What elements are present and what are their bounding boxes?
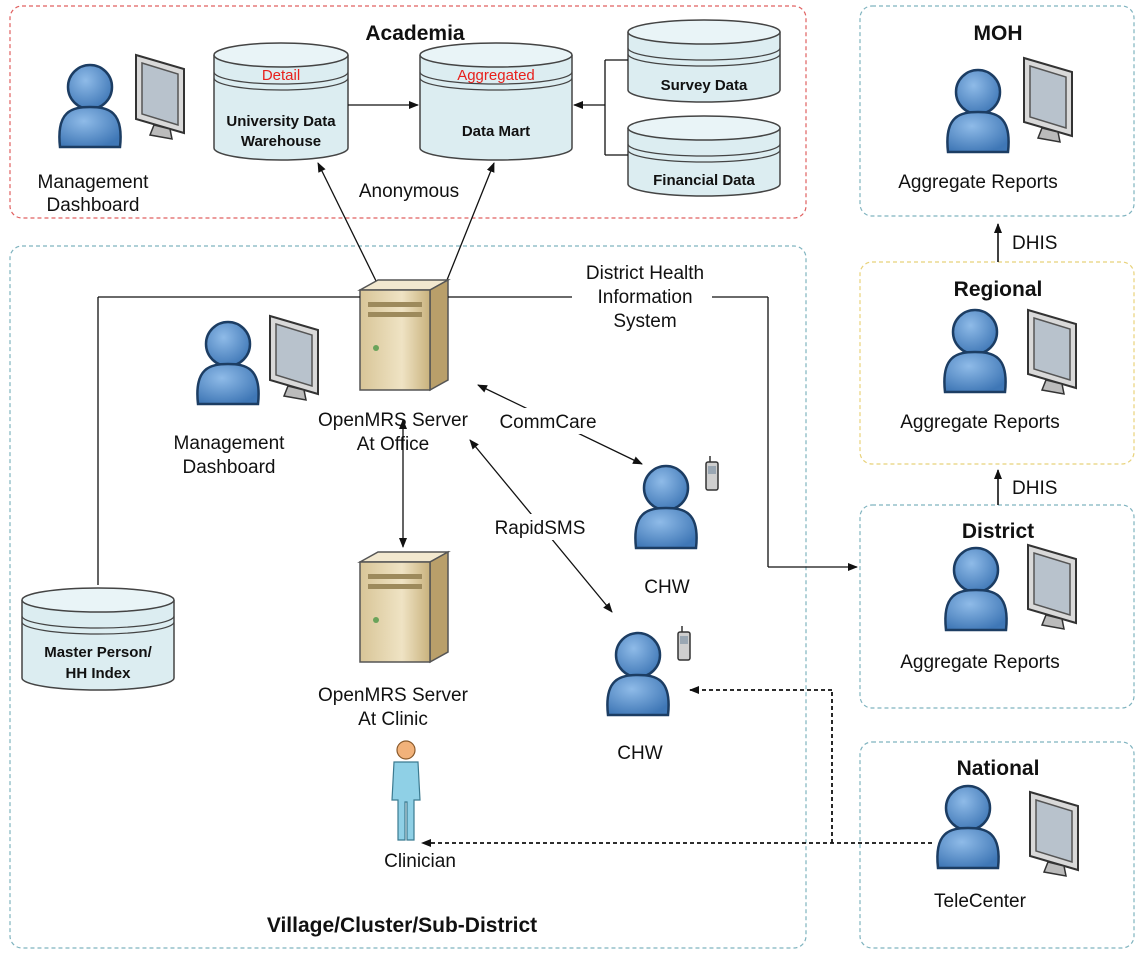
chw-2-label: CHW [617, 743, 662, 764]
warehouse-tag: Detail [262, 67, 300, 84]
warehouse-cylinder-icon [213, 42, 349, 161]
mgmt-label-2: Dashboard [183, 457, 276, 478]
dhis-label-1: District Health [586, 263, 704, 284]
moh-region [859, 5, 1135, 217]
chw-1-label: CHW [644, 577, 689, 598]
moh-reports-label: Aggregate Reports [898, 172, 1058, 193]
academia-user-label-1: Management [38, 172, 150, 193]
village-connectors [97, 296, 858, 613]
mpi-cylinder-icon [21, 587, 175, 691]
datamart-cylinder-icon [419, 42, 573, 161]
district-title: District [962, 520, 1034, 543]
clinician-label: Clinician [384, 851, 456, 872]
regional-reports-label: Aggregate Reports [900, 412, 1060, 433]
commcare-label-bg [500, 408, 600, 434]
academia-user-label-2: Dashboard [47, 195, 140, 216]
survey-cylinder-icon [627, 19, 781, 103]
clinic-server-icon [359, 551, 449, 663]
office-label-2: At Office [357, 434, 430, 455]
office-label-1: OpenMRS Server [318, 410, 469, 431]
clinic-label-2: At Clinic [358, 709, 428, 730]
financial-cylinder-icon [627, 115, 781, 197]
rapidsms-label: RapidSMS [495, 518, 586, 539]
moh-title: MOH [974, 22, 1023, 45]
mpi-label-2: HH Index [65, 665, 131, 682]
rapidsms-label-bg [488, 514, 594, 540]
office-server-icon [359, 279, 449, 391]
dhis-label-2: Information [597, 287, 692, 308]
academia-connectors [317, 59, 628, 286]
village-title: Village/Cluster/Sub-District [267, 914, 537, 937]
clinic-label-1: OpenMRS Server [318, 685, 469, 706]
academia-region [9, 5, 807, 219]
national-title: National [957, 757, 1040, 780]
mgmt-label-1: Management [174, 433, 286, 454]
telecenter-label: TeleCenter [934, 891, 1027, 912]
clinician-icon [391, 740, 421, 841]
dhis-arrow-label-2: DHIS [1012, 478, 1057, 499]
datamart-label: Data Mart [462, 123, 530, 140]
anonymous-label: Anonymous [359, 181, 459, 202]
regional-title: Regional [954, 278, 1043, 301]
dhis-arrow-label-1: DHIS [1012, 233, 1057, 254]
warehouse-label-1: University Data [226, 113, 336, 130]
dhis-label-3: System [613, 311, 676, 332]
district-reports-label: Aggregate Reports [900, 652, 1060, 673]
telecenter-connectors [421, 686, 932, 847]
survey-label: Survey Data [661, 77, 748, 94]
datamart-tag: Aggregated [457, 67, 535, 84]
warehouse-label-2: Warehouse [241, 133, 321, 150]
academia-title: Academia [365, 22, 465, 45]
commcare-label: CommCare [499, 412, 596, 433]
financial-label: Financial Data [653, 172, 755, 189]
mpi-label-1: Master Person/ [44, 644, 152, 661]
